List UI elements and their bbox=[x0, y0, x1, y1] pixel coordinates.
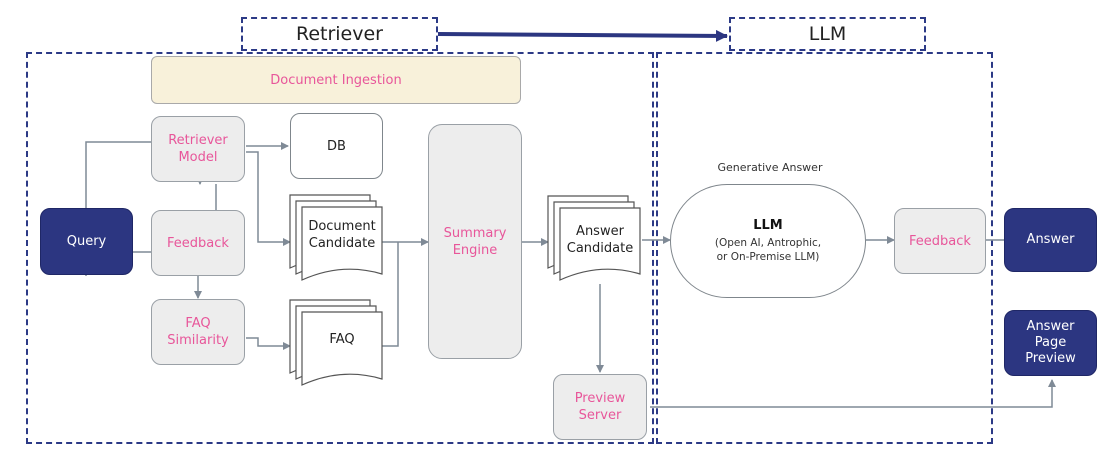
faq-similarity-line2: Similarity bbox=[167, 333, 229, 348]
llm-node: LLM (Open AI, Antrophic, or On-Premise L… bbox=[670, 184, 866, 298]
doc-candidate-stack bbox=[289, 194, 383, 281]
faq-similarity-line1: FAQ bbox=[185, 316, 211, 331]
feedback-node-llm: Feedback bbox=[894, 208, 986, 274]
answer-node: Answer bbox=[1004, 208, 1097, 272]
llm-header: LLM bbox=[729, 17, 926, 51]
db-label: DB bbox=[327, 138, 346, 154]
retriever-to-doc-line bbox=[246, 151, 291, 246]
retriever-header-label: Retriever bbox=[295, 23, 383, 45]
answer-label: Answer bbox=[1026, 232, 1075, 247]
db-node: DB bbox=[290, 113, 383, 179]
retriever-model-node: Retriever Model bbox=[151, 116, 245, 182]
preview-server-node: Preview Server bbox=[553, 374, 647, 440]
summary-engine-line2: Engine bbox=[452, 242, 498, 258]
document-candidate-text: Document Candidate bbox=[302, 218, 382, 252]
llm-node-title: LLM bbox=[753, 218, 783, 233]
document-ingestion-label: Document Ingestion bbox=[270, 72, 402, 88]
retriever-region bbox=[26, 52, 654, 444]
answer-preview-line2: Page bbox=[1034, 335, 1067, 350]
retriever-to-llm-arrow bbox=[437, 29, 728, 42]
feedback-right-label: Feedback bbox=[909, 233, 971, 249]
preview-to-answerpage-line bbox=[650, 379, 1056, 408]
preview-server-line2: Server bbox=[578, 408, 622, 423]
answer-candidate-line2: Candidate bbox=[566, 241, 634, 256]
retriever-model-line1: Retriever bbox=[168, 133, 228, 148]
answer-preview-line1: Answer bbox=[1026, 319, 1075, 334]
faq-doc-label: FAQ bbox=[329, 332, 355, 347]
doc-candidate-line2: Candidate bbox=[308, 236, 376, 251]
doc-candidate-line1: Document bbox=[308, 219, 376, 234]
llm-node-line1: (Open AI, Antrophic, bbox=[714, 237, 822, 249]
answer-candidate-stack bbox=[547, 195, 641, 281]
summary-engine-line1: Summary bbox=[443, 225, 507, 241]
feedback-node-retriever: Feedback bbox=[151, 210, 245, 276]
llm-node-line2: or On-Premise LLM) bbox=[716, 251, 820, 263]
faq-to-summary-line bbox=[380, 242, 399, 347]
faqsim-to-faq-line bbox=[246, 337, 291, 350]
llm-region bbox=[656, 52, 993, 444]
retriever-header: Retriever bbox=[241, 17, 438, 51]
query-label: Query bbox=[66, 233, 107, 249]
llm-header-label: LLM bbox=[808, 23, 847, 45]
faq-doc-text: FAQ bbox=[302, 331, 382, 348]
feedback-left-label: Feedback bbox=[167, 235, 229, 251]
answer-candidate-text: Answer Candidate bbox=[560, 223, 640, 257]
preview-server-line1: Preview bbox=[574, 391, 626, 406]
generative-answer-text: Generative Answer bbox=[717, 161, 823, 174]
generative-answer-label: Generative Answer bbox=[690, 161, 850, 174]
answer-candidate-line1: Answer bbox=[576, 224, 624, 239]
faq-similarity-node: FAQ Similarity bbox=[151, 299, 245, 365]
answer-page-preview-node: Answer Page Preview bbox=[1004, 310, 1097, 376]
document-ingestion-box: Document Ingestion bbox=[151, 56, 521, 104]
answer-preview-line3: Preview bbox=[1025, 351, 1076, 366]
summary-engine-node: Summary Engine bbox=[428, 124, 522, 359]
faq-stack bbox=[289, 299, 383, 386]
retriever-model-line2: Model bbox=[178, 150, 218, 165]
query-node: Query bbox=[40, 208, 133, 275]
